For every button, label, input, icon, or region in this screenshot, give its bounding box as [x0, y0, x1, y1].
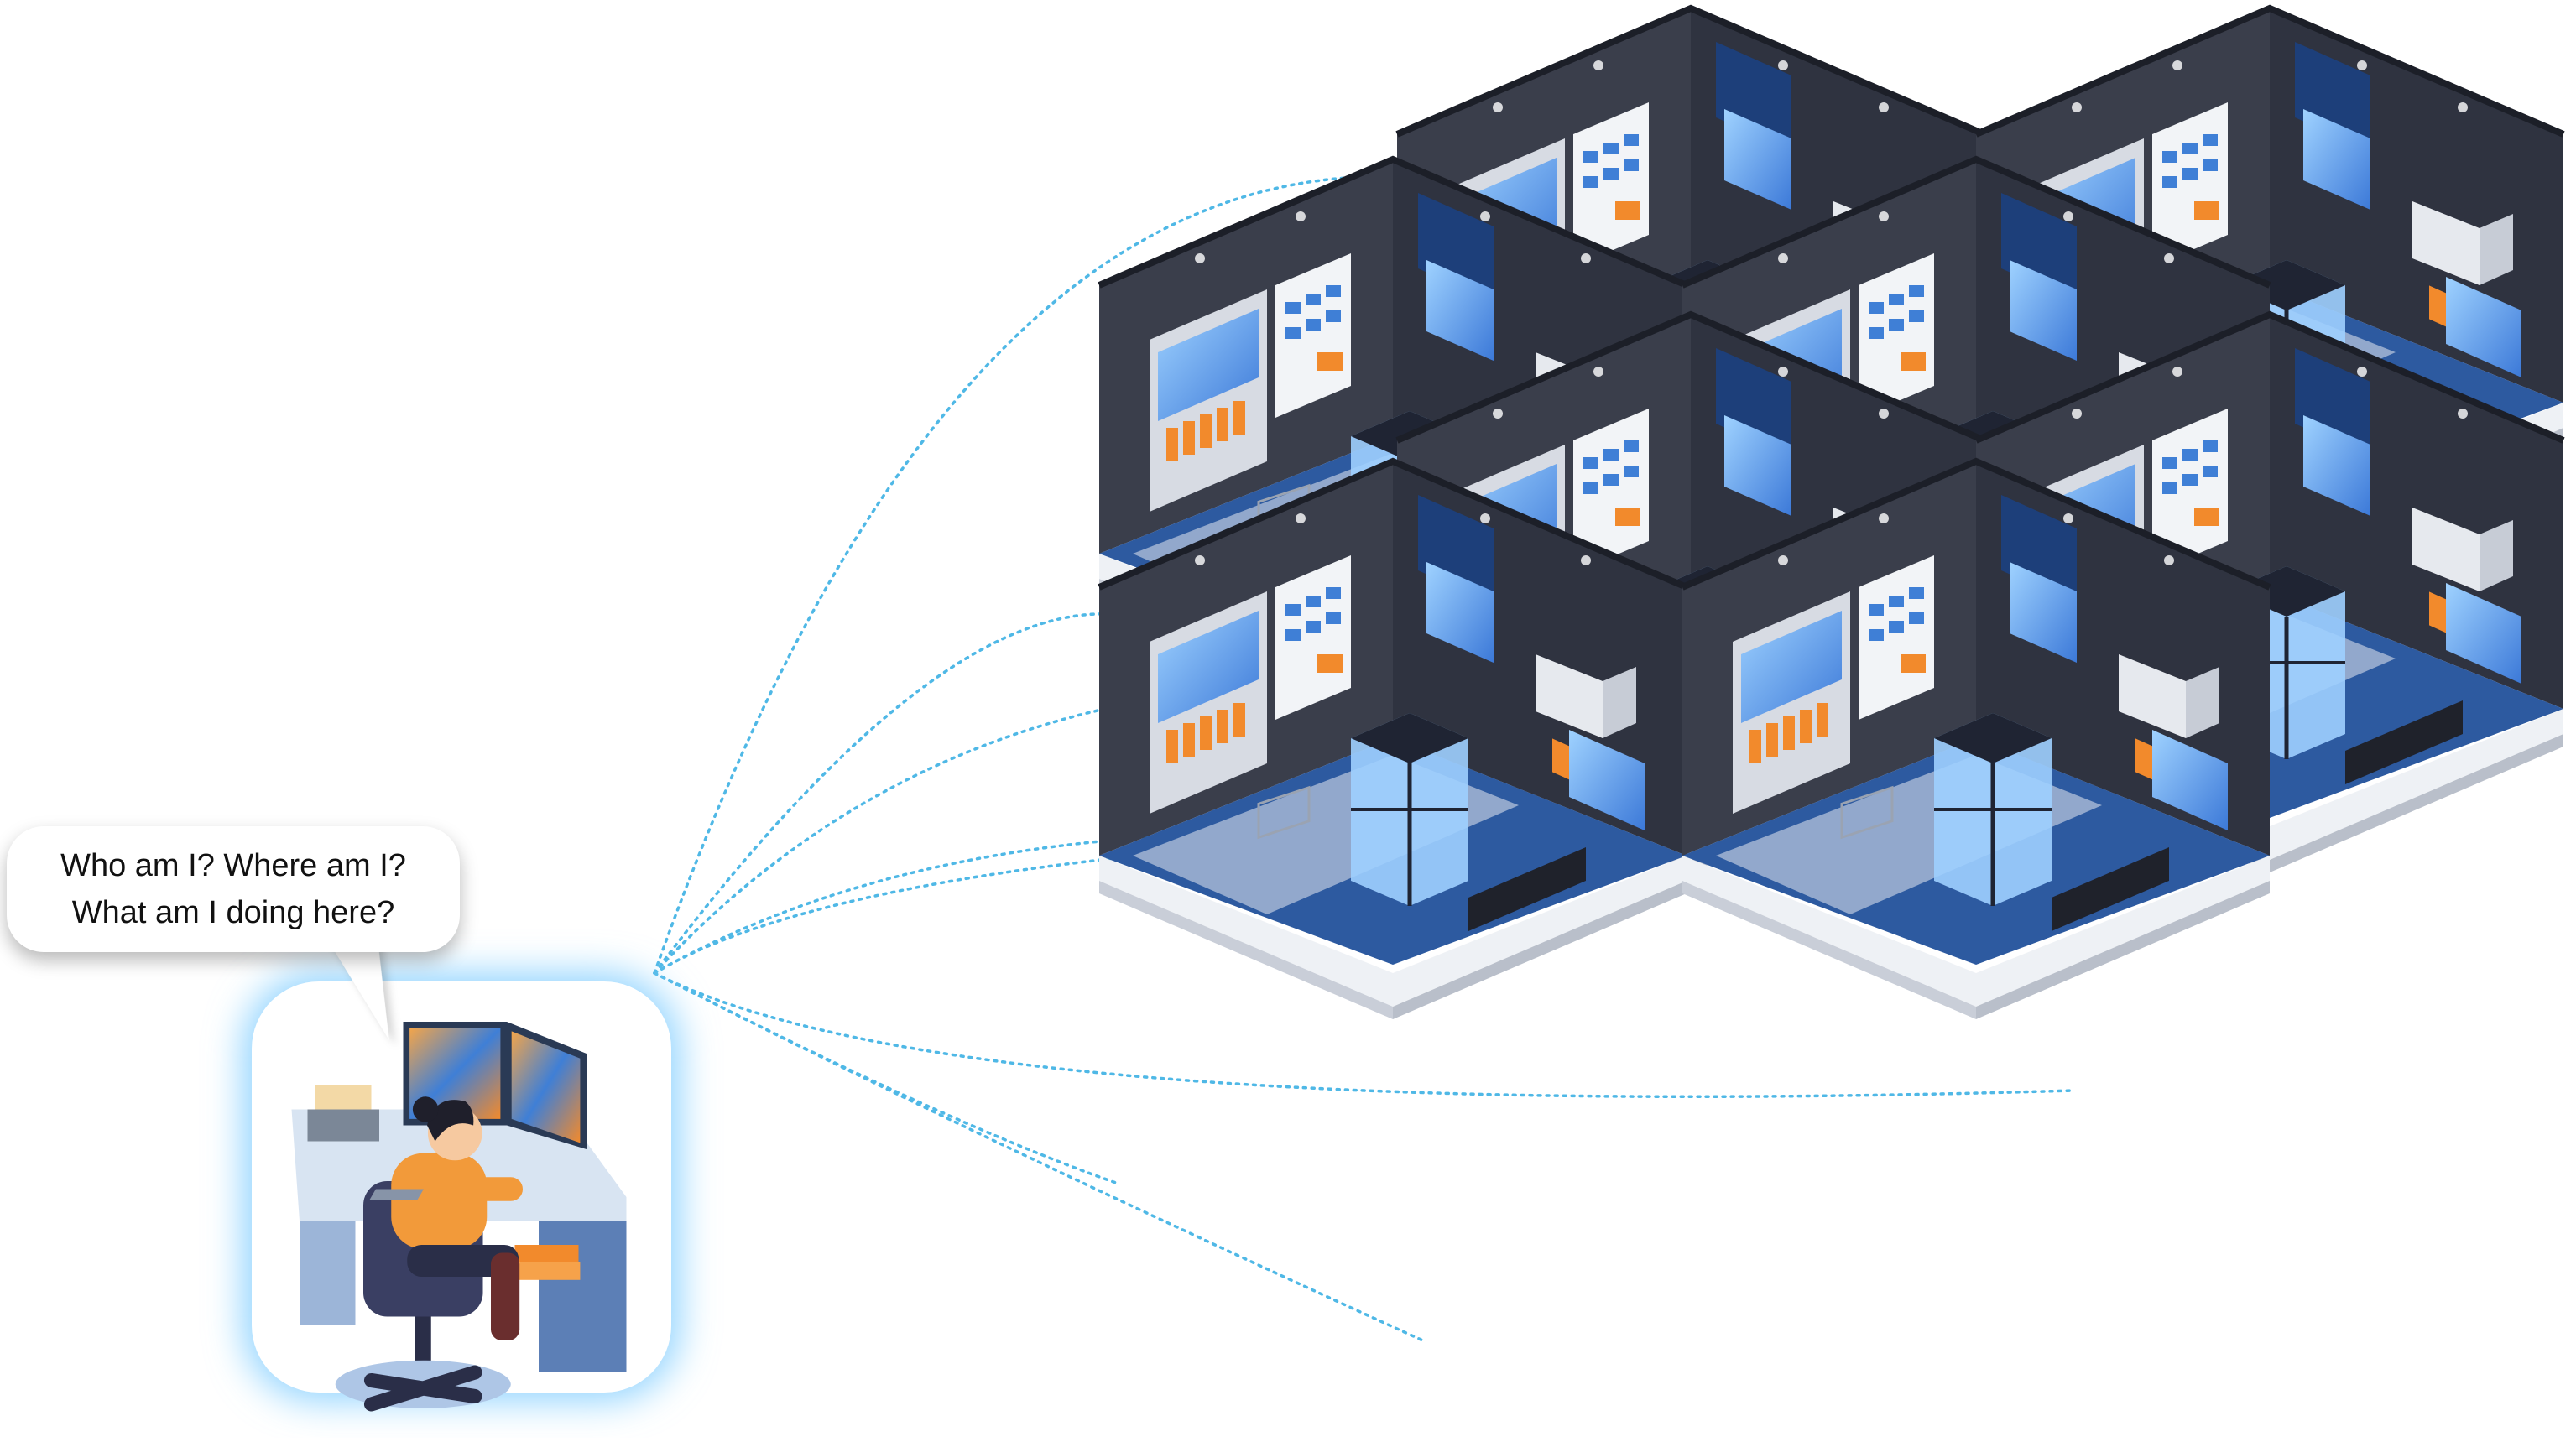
speech-line-1: Who am I? Where am I?: [60, 848, 406, 883]
connection-line-5: [653, 971, 1118, 1184]
speech-bubble: Who am I? Where am I? What am I doing he…: [7, 826, 460, 952]
agent-group: [243, 973, 680, 1408]
connection-line-4: [653, 831, 1428, 975]
connection-line-7: [653, 971, 2074, 1099]
connection-line-2: [653, 612, 1134, 975]
connection-line-6: [653, 971, 1428, 1344]
connection-line-3: [653, 683, 1420, 975]
store-rooms-group: [1099, 8, 2563, 1019]
speech-bubble-text: Who am I? Where am I? What am I doing he…: [60, 842, 406, 936]
speech-line-2: What am I doing here?: [71, 895, 395, 930]
connection-line-1: [653, 174, 1420, 975]
